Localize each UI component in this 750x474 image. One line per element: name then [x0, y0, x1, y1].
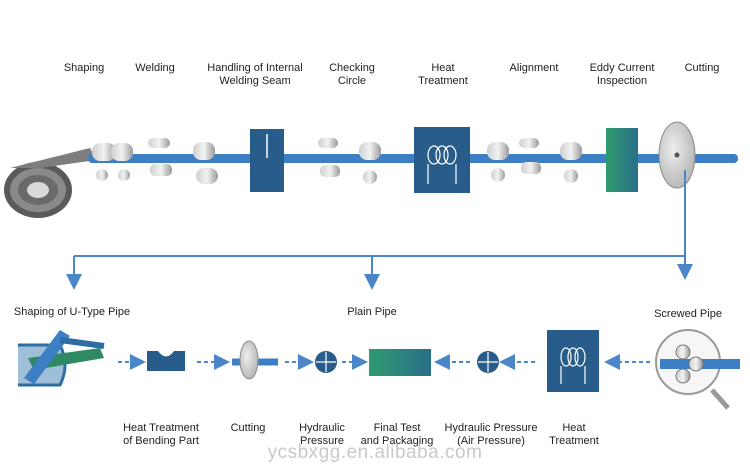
shaping-rollers — [92, 143, 133, 181]
cutting-disc — [658, 121, 696, 189]
air-pressure-gauge — [477, 351, 499, 373]
screwed-pipe-magnifier — [655, 329, 740, 410]
label-screwed-pipe: Screwed Pipe — [654, 308, 722, 320]
internal-seam-box — [250, 129, 284, 192]
heat-treatment-box — [414, 127, 470, 193]
cutting-disc-small — [232, 340, 278, 380]
heat-treatment-box-2 — [547, 330, 599, 392]
u-type-bender — [18, 330, 105, 387]
label-hydraulic: Hydraulic Pressure — [299, 422, 345, 447]
hydraulic-gauge — [315, 351, 337, 373]
steel-coil — [4, 148, 96, 218]
distribution-lines — [66, 170, 693, 290]
welding-rollers — [148, 138, 218, 184]
label-heat-bend: Heat Treatment of Bending Part — [123, 422, 199, 447]
eddy-current-box — [606, 128, 638, 192]
label-plain-pipe: Plain Pipe — [347, 306, 397, 318]
label-eddy: Eddy Current Inspection — [589, 62, 655, 87]
alignment-rollers — [487, 138, 582, 183]
label-heat: Heat Treatment — [418, 62, 468, 87]
label-alignment: Alignment — [509, 62, 559, 74]
label-u-type: Shaping of U-Type Pipe — [13, 306, 131, 318]
bend-heat-block — [147, 351, 185, 371]
label-checking: Checking Circle — [329, 62, 375, 87]
label-shaping: Shaping — [63, 62, 105, 74]
checking-rollers — [318, 138, 381, 184]
label-final-test: Final Test and Packaging — [360, 422, 434, 447]
label-heat-2: Heat Treatment — [549, 422, 599, 447]
final-test-box — [369, 349, 431, 376]
label-cutting-2: Cutting — [230, 422, 266, 434]
label-cutting: Cutting — [684, 62, 720, 74]
label-hydraulic-air: Hydraulic Pressure (Air Pressure) — [444, 422, 538, 447]
label-welding: Welding — [135, 62, 175, 74]
label-handling: Handling of Internal Welding Seam — [207, 62, 303, 87]
watermark: ycsbxgg.en.alibaba.com — [267, 442, 483, 463]
main-pipe — [88, 154, 738, 163]
